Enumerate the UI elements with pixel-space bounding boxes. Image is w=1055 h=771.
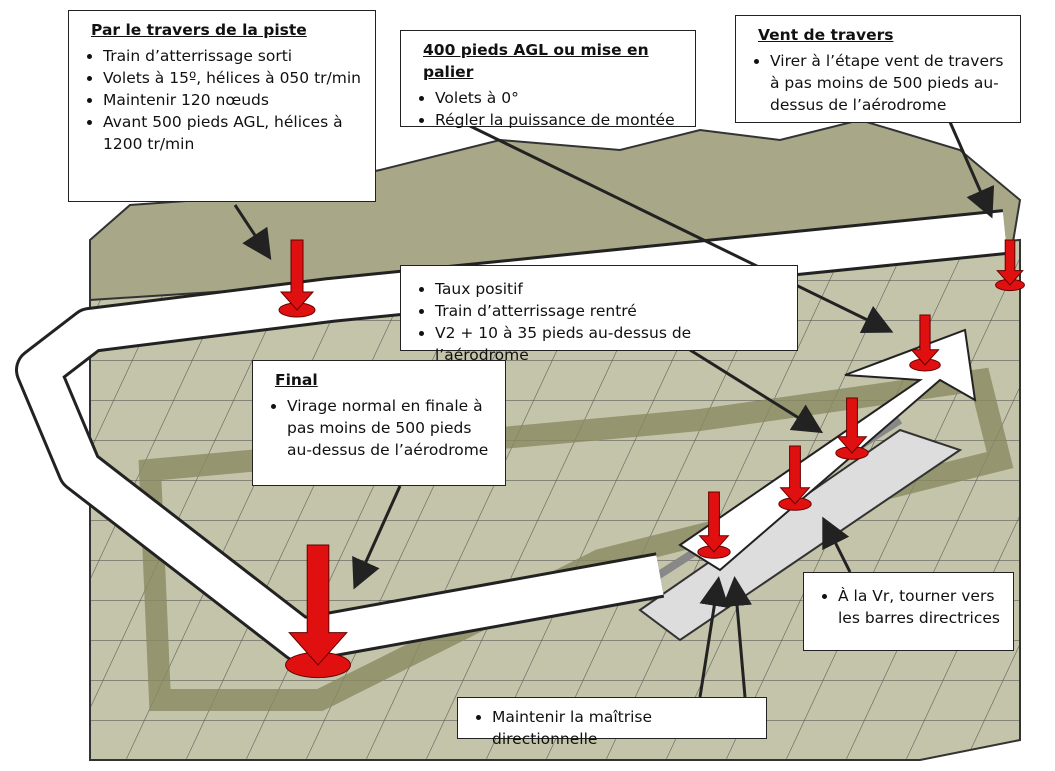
climb-box: Taux positifTrain d’atterrissage rentréV… xyxy=(400,265,798,364)
crosswind-box: Vent de travers Virer à l’étape vent de … xyxy=(735,15,1021,123)
level-off-box: 400 pieds AGL ou mise en palier Volets à… xyxy=(400,30,696,129)
position-marker xyxy=(835,397,869,460)
list-item: À la Vr, tourner vers les barres directr… xyxy=(838,585,1001,629)
list-item: Avant 500 pieds AGL, hélices à 1200 tr/m… xyxy=(103,111,363,155)
list-item: Volets à 15º, hélices à 050 tr/min xyxy=(103,67,363,89)
list-item: V2 + 10 à 35 pieds au-dessus de l’aérodr… xyxy=(435,322,785,366)
list-item: Train d’atterrissage rentré xyxy=(435,300,785,322)
position-marker xyxy=(285,544,351,679)
list-item: Maintenir 120 nœuds xyxy=(103,89,363,111)
final-box: Final Virage normal en finale à pas moin… xyxy=(252,360,506,486)
callout-lines xyxy=(233,121,995,698)
rotation-box: À la Vr, tourner vers les barres directr… xyxy=(803,572,1014,651)
list-item: Virage normal en finale à pas moins de 5… xyxy=(287,395,493,461)
position-marker xyxy=(778,445,812,511)
final-title: Final xyxy=(275,371,318,389)
list-item: Régler la puissance de montée xyxy=(435,109,683,131)
level-off-title: 400 pieds AGL ou mise en palier xyxy=(423,41,649,81)
position-marker xyxy=(909,314,941,372)
position-marker xyxy=(995,239,1025,292)
downwind-title: Par le travers de la piste xyxy=(91,21,307,39)
list-item: Maintenir la maîtrise directionnelle xyxy=(492,706,754,750)
position-marker xyxy=(697,491,731,559)
downwind-box: Par le travers de la piste Train d’atter… xyxy=(68,10,376,202)
takeoff-roll-box: Maintenir la maîtrise directionnelle xyxy=(457,697,767,748)
position-marker xyxy=(278,239,316,318)
list-item: Taux positif xyxy=(435,278,785,300)
list-item: Volets à 0° xyxy=(435,87,683,109)
list-item: Train d’atterrissage sorti xyxy=(103,45,363,67)
crosswind-title: Vent de travers xyxy=(758,26,894,44)
list-item: Virer à l’étape vent de travers à pas mo… xyxy=(770,50,1008,116)
